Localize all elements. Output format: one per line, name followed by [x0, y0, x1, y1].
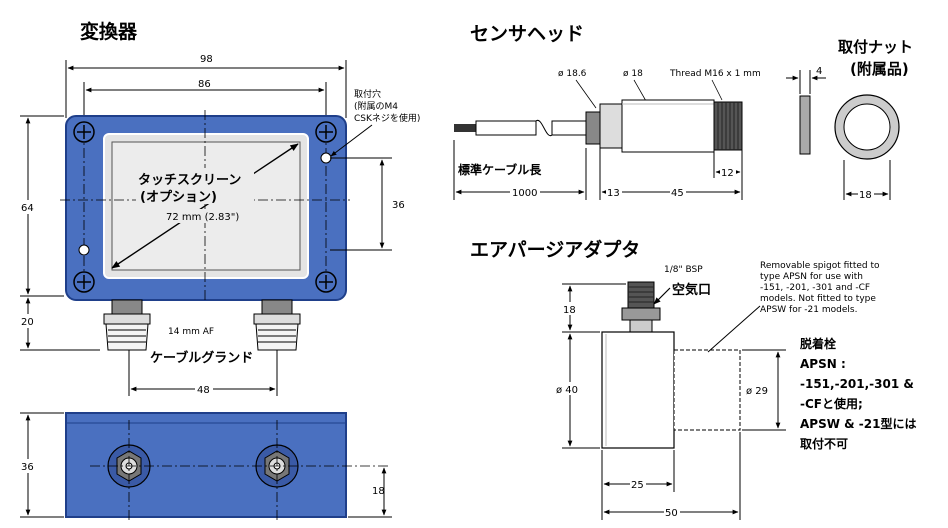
svg-text:Removable spigot fitted to: Removable spigot fitted to — [760, 261, 880, 271]
dia-186-label: ø 18.6 — [558, 69, 587, 79]
screw-icon — [73, 271, 95, 293]
purge-body — [601, 331, 675, 449]
svg-text:APSW for -21 models.: APSW for -21 models. — [760, 305, 857, 315]
mounting-hole-icon — [320, 152, 332, 164]
dim-86-label: 86 — [198, 79, 211, 90]
nut-front-view — [834, 94, 900, 160]
svg-text:type APSN for use with: type APSN for use with — [760, 272, 863, 282]
dim-20-label: 20 — [21, 317, 34, 328]
screw-icon — [73, 121, 95, 143]
sensor-cable — [454, 119, 589, 137]
purge-dim-29-label: ø 29 — [746, 386, 768, 397]
purge-dim-25-label: 25 — [631, 480, 644, 491]
bsp-label: 1/8" BSP — [664, 265, 703, 275]
cable-gland-right — [253, 299, 301, 351]
af-label: 14 mm AF — [168, 327, 214, 337]
dim-36-label: 36 — [392, 200, 405, 211]
svg-text:取付不可: 取付不可 — [800, 436, 848, 451]
jp-note: 脱着栓 APSN : -151,-201,-301 & -CFと使用; APSW… — [800, 336, 916, 451]
purge-spigot — [621, 281, 661, 333]
dim-line-36 — [330, 157, 392, 251]
svg-text:models. Not fitted to type: models. Not fitted to type — [760, 294, 876, 304]
svg-text:APSN :: APSN : — [800, 357, 846, 371]
dim-line-98 — [65, 60, 347, 118]
touch-screen-label: タッチスクリーン — [138, 173, 241, 188]
touch-screen-option: (オプション) — [140, 190, 217, 205]
sensor-body — [585, 99, 743, 153]
dim-line-purge-29 — [742, 349, 786, 431]
dim-18-bottom-label: 18 — [372, 486, 385, 497]
screw-icon — [315, 121, 337, 143]
purge-title: エアパージアダプタ — [470, 238, 640, 261]
nut-side-view — [799, 95, 811, 155]
hole-note-1: 取付穴 — [354, 88, 381, 100]
purge-dim-40-label: ø 40 — [556, 385, 578, 396]
spigot-note: Removable spigot fitted to type APSN for… — [760, 261, 880, 315]
sensor-head-title: センサヘッド — [470, 23, 584, 45]
hole-leader — [330, 124, 373, 157]
dim-48-label: 48 — [197, 385, 210, 396]
dim-36-bottom-label: 36 — [21, 462, 34, 473]
cable-gland-left — [103, 299, 151, 351]
dim-13-label: 13 — [607, 188, 620, 199]
dim-line-18-bottom — [348, 467, 392, 518]
dia-18-label: ø 18 — [623, 69, 643, 79]
svg-text:-CFと使用;: -CFと使用; — [800, 396, 863, 411]
svg-text:脱着栓: 脱着栓 — [800, 336, 836, 351]
cable-length-label: 標準ケーブル長 — [458, 162, 542, 177]
nut-title: 取付ナット — [838, 38, 913, 56]
dim-1000-label: 1000 — [512, 188, 537, 199]
air-port-label: 空気口 — [672, 282, 711, 298]
nut-dim-18-label: 18 — [859, 190, 872, 201]
svg-text:-151,-201,-301 &: -151,-201,-301 & — [800, 377, 914, 391]
touch-screen-size: 72 mm (2.83") — [166, 212, 239, 223]
air-port-leader — [653, 287, 671, 305]
screw-icon — [315, 271, 337, 293]
dim-12-label: 12 — [721, 168, 734, 179]
thread-label: Thread M16 x 1 mm — [669, 69, 761, 79]
mounting-hole-icon — [78, 244, 90, 256]
dim-98-label: 98 — [200, 54, 213, 65]
purge-dim-50-label: 50 — [665, 508, 678, 519]
nut-subtitle: (附属品) — [850, 60, 909, 78]
svg-text:APSW & -21型には: APSW & -21型には — [800, 416, 916, 431]
diagonal-arrow — [111, 143, 299, 269]
dim-45-label: 45 — [671, 188, 684, 199]
converter-title: 変換器 — [80, 20, 138, 43]
spigot-leader — [707, 305, 761, 353]
purge-dim-18-label: 18 — [563, 305, 576, 316]
dim-4-label: 4 — [816, 66, 822, 77]
svg-text:-151, -201, -301 and -CF: -151, -201, -301 and -CF — [760, 283, 870, 293]
cable-gland-label: ケーブルグランド — [150, 350, 253, 366]
hole-note-3: CSKネジを使用) — [354, 112, 420, 124]
dim-line-4 — [786, 70, 826, 94]
purge-extension — [673, 349, 741, 431]
hole-note-2: (附属のM4 — [354, 100, 398, 112]
dim-64-label: 64 — [21, 203, 34, 214]
